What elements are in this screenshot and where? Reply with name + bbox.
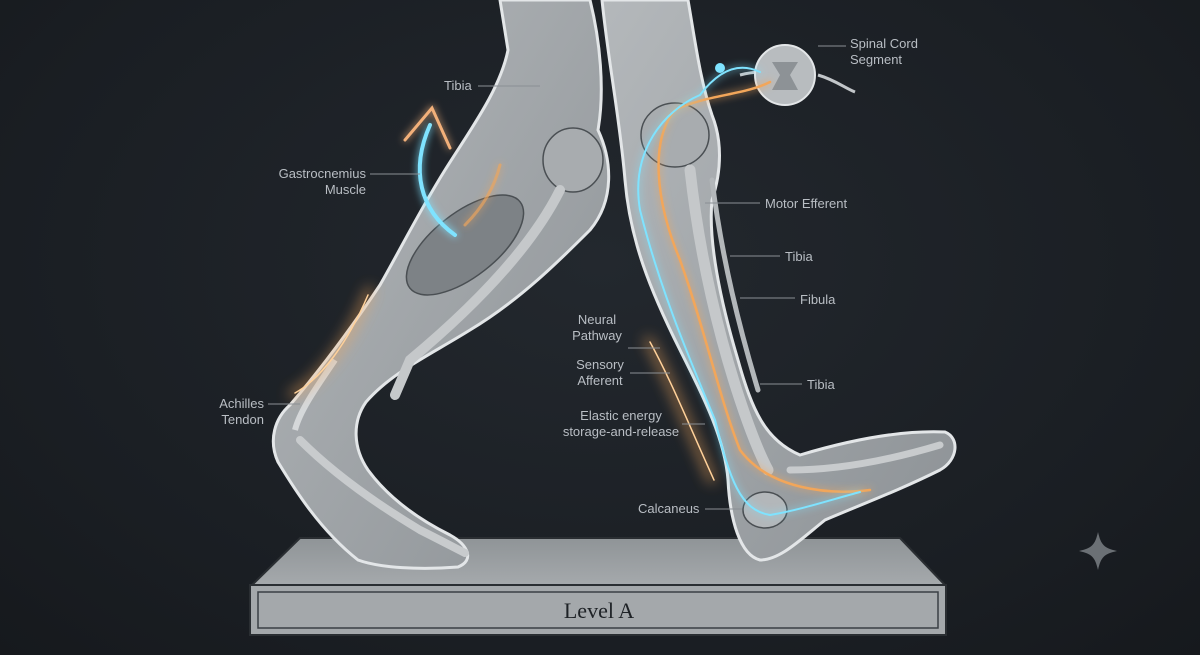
label-achilles-line1: Achilles xyxy=(219,396,264,411)
label-fibula: Fibula xyxy=(800,292,836,307)
motor-efferent-path xyxy=(657,80,872,493)
label-sensory-line2: Afferent xyxy=(577,373,623,388)
left-leg xyxy=(271,0,611,570)
label-elastic-line2: storage-and-release xyxy=(562,424,680,439)
neural-node xyxy=(715,63,725,73)
label-tibia-right-lower: Tibia xyxy=(807,377,835,392)
spinal-grey-matter xyxy=(772,62,798,90)
label-elastic-energy: Elastic energy storage-and-release xyxy=(555,408,687,440)
label-achilles-tendon: Achilles Tendon xyxy=(200,396,264,428)
achilles-energy-line xyxy=(294,294,369,394)
label-spinal-line1: Spinal Cord xyxy=(850,36,918,51)
right-tibia-bone xyxy=(684,164,774,476)
left-foot-bones xyxy=(296,436,469,557)
neural-pathways xyxy=(289,63,872,517)
label-tibia-right-upper: Tibia xyxy=(785,249,813,264)
right-foot-bones xyxy=(786,441,944,474)
left-knee xyxy=(542,127,604,193)
label-sensory-line1: Sensory xyxy=(576,357,624,372)
contraction-arrow-head xyxy=(403,105,452,150)
label-elastic-line1: Elastic energy xyxy=(580,408,662,423)
label-tibia-left: Tibia xyxy=(444,78,472,93)
label-neural-line2: Pathway xyxy=(572,328,622,343)
platform-front xyxy=(249,584,947,636)
label-neural-line1: Neural xyxy=(577,312,617,327)
calcaneus-bone xyxy=(742,491,788,529)
label-achilles-line2: Tendon xyxy=(221,412,264,427)
right-knee xyxy=(640,102,710,168)
label-spinal-cord-segment: Spinal Cord Segment xyxy=(850,36,918,68)
label-sensory-afferent: Sensory Afferent xyxy=(568,357,632,389)
calcaneus-energy-glow xyxy=(645,337,715,483)
label-gastrocnemius-line1: Gastrocnemius xyxy=(278,166,366,181)
contraction-arrow-shaft xyxy=(417,123,457,237)
calcaneus-energy-line xyxy=(649,341,715,481)
leader-lines xyxy=(268,45,846,510)
gastrocnemius-muscle xyxy=(405,194,525,296)
label-calcaneus: Calcaneus xyxy=(638,501,700,516)
platform-label-panel xyxy=(257,591,939,629)
label-spinal-line2: Segment xyxy=(850,52,903,67)
right-leg xyxy=(600,0,957,562)
label-neural-pathway: Neural Pathway xyxy=(566,312,628,344)
right-fibula-bone xyxy=(709,177,761,393)
left-tibia-bone xyxy=(390,185,565,400)
label-motor-efferent: Motor Efferent xyxy=(765,196,848,211)
label-gastrocnemius-line2: Muscle xyxy=(324,182,366,197)
achilles-tendon-shape xyxy=(292,358,338,431)
spinal-cord-segment xyxy=(739,44,856,106)
label-gastrocnemius: Gastrocnemius Muscle xyxy=(250,166,366,198)
platform-level-label: Level A xyxy=(563,598,635,623)
contraction-arrow-trail xyxy=(463,163,502,227)
sensory-afferent-path xyxy=(637,66,861,517)
sparkle-icon xyxy=(1079,532,1117,570)
